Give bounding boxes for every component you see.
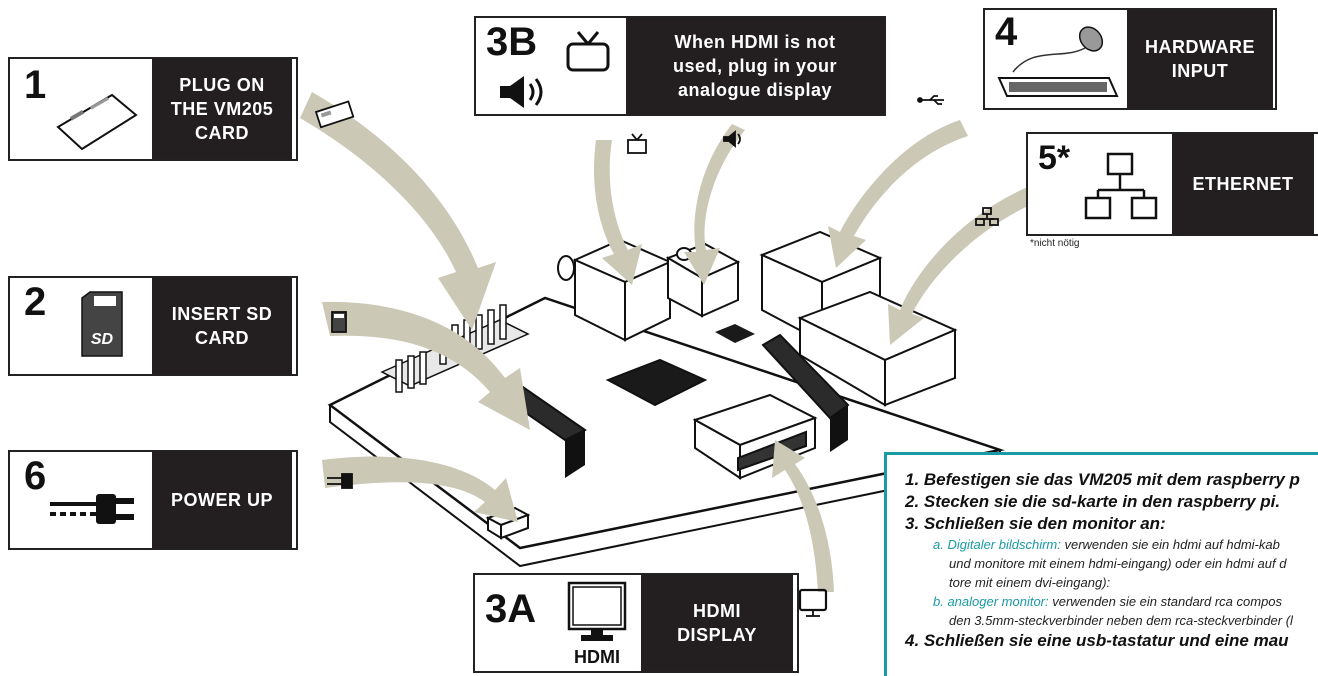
small-monitor-glyph (798, 588, 828, 617)
arrow-to-gpio (300, 92, 496, 330)
step-3a-number: 3A (485, 587, 537, 631)
step-5-footnote: *nicht nötig (1030, 238, 1080, 249)
step-1-number: 1 (24, 63, 47, 107)
small-chip (715, 324, 755, 343)
sd-card-icon: SD (81, 291, 123, 357)
small-card-glyph (314, 100, 355, 129)
step-6-label: POWER UP (152, 452, 292, 548)
instruction-4: 4. Schließen sie eine usb-tastatur und e… (905, 631, 1289, 650)
svg-text:SD: SD (91, 331, 114, 348)
svg-text:HDMI: HDMI (574, 647, 620, 667)
expansion-card-icon (56, 93, 138, 151)
processor-chip (605, 358, 708, 407)
small-sd-glyph (331, 311, 347, 333)
instruction-2: 2. Stecken sie die sd-karte in den raspb… (905, 492, 1281, 511)
speaker-icon (500, 76, 543, 108)
mouse-icon (1078, 26, 1104, 52)
step-5-box: 5* ETHERNET (1026, 132, 1318, 236)
step-6-number: 6 (24, 454, 47, 498)
instruction-3: 3. Schließen sie den monitor an: (905, 514, 1166, 533)
ethernet-connector (797, 290, 958, 407)
arrow-to-audio (684, 124, 745, 285)
hdmi-monitor-icon: HDMI (567, 581, 627, 667)
keyboard-icon (997, 47, 1119, 97)
step-2-number: 2 (24, 280, 47, 324)
small-usb-glyph (917, 95, 944, 105)
arrow-to-ethernet (888, 182, 1046, 345)
step-4-number: 4 (995, 10, 1018, 54)
tv-icon (566, 31, 610, 72)
arrow-to-hdmi (772, 440, 834, 592)
instruction-3a: a. Digitaler bildschirm: verwenden sie e… (933, 537, 1287, 590)
small-speaker-glyph (723, 130, 741, 148)
arrow-to-usb (828, 120, 968, 268)
network-icon (1084, 152, 1158, 220)
arrow-to-power (322, 456, 518, 522)
small-tv-glyph (627, 133, 647, 154)
small-plug-glyph (327, 473, 353, 489)
instruction-3b: b. analoger monitor: verwenden sie ein s… (933, 594, 1293, 628)
step-5-label: ETHERNET (1172, 134, 1314, 234)
instructions-list: 1. Befestigen sie das VM205 mit dem rasp… (887, 455, 1318, 652)
power-plug-icon (50, 494, 134, 524)
small-network-glyph (975, 207, 999, 226)
arrow-to-sd-slot (322, 301, 530, 430)
step-6-box: 6 POWER UP (8, 450, 298, 550)
step-3b-number: 3B (486, 20, 538, 64)
step-5-number: 5* (1038, 139, 1071, 177)
arrow-to-composite (594, 140, 642, 285)
instructions-panel: 1. Befestigen sie das VM205 mit dem rasp… (884, 452, 1318, 676)
instruction-1: 1. Befestigen sie das VM205 mit dem rasp… (905, 470, 1300, 489)
